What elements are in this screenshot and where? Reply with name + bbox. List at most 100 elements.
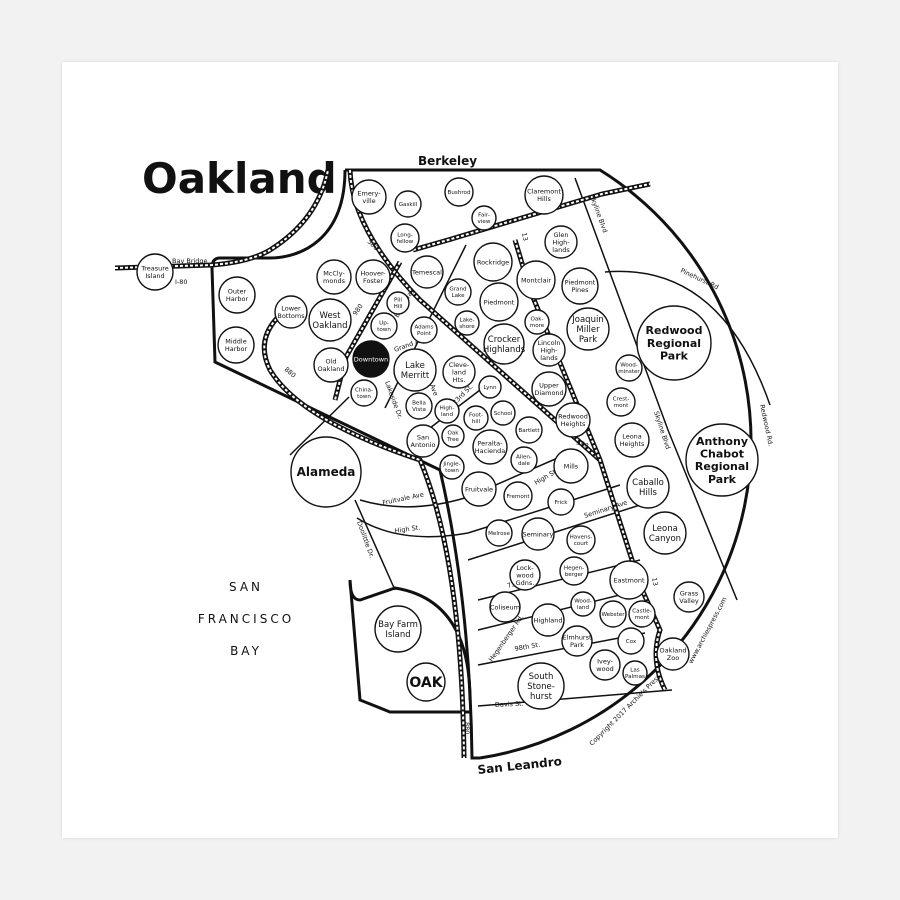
neighborhood-label: Mills — [564, 462, 579, 470]
neighborhood-fremont[interactable]: Fremont — [503, 481, 533, 511]
neighborhood-label: Highland — [534, 616, 563, 624]
neighborhood-wood-minster[interactable]: Wood-minster — [615, 354, 643, 382]
neighborhood-alameda[interactable]: Alameda — [290, 436, 362, 508]
neighborhood-crest-mont[interactable]: Crest-mont — [606, 387, 636, 417]
neighborhood-fruitvale[interactable]: Fruitvale — [461, 471, 497, 507]
neighborhood-label: court — [574, 541, 589, 547]
neighborhood-label: Hills — [537, 195, 551, 203]
neighborhood-seminary[interactable]: Seminary — [521, 517, 555, 551]
neighborhood-china-town[interactable]: China-town — [350, 379, 378, 407]
neighborhood-hoover-foster[interactable]: Hoover-Foster — [355, 259, 391, 295]
neighborhood-circle — [472, 429, 508, 465]
neighborhood-ivey-wood[interactable]: Ivey-wood — [589, 649, 621, 681]
neighborhood-montclair[interactable]: Montclair — [516, 260, 556, 300]
neighborhood-bartlett[interactable]: Bartlett — [515, 416, 543, 444]
neighborhood-label: Hills — [639, 488, 657, 498]
neighborhood-havens-court[interactable]: Havens-court — [566, 525, 596, 555]
neighborhood-cox[interactable]: Cox — [617, 627, 645, 655]
neighborhood-high-land[interactable]: High-land — [434, 398, 460, 424]
neighborhood-label: Oakland — [318, 365, 345, 373]
neighborhood-castle-mont[interactable]: Castle-mont — [628, 600, 656, 628]
neighborhood-gaskill[interactable]: Gaskill — [394, 190, 422, 218]
neighborhood-wood-land[interactable]: Wood-land — [570, 591, 596, 617]
neighborhood-label: Fremont — [506, 494, 530, 500]
neighborhood-highland[interactable]: Highland — [531, 603, 565, 637]
neighborhood-mccly-monds[interactable]: McCly-monds — [316, 259, 352, 295]
neighborhood-bushrod[interactable]: Bushrod — [444, 177, 474, 207]
neighborhood-coliseum[interactable]: Coliseum — [489, 591, 521, 623]
neighborhood-eastmont[interactable]: Eastmont — [609, 560, 649, 600]
neighborhood-lynn[interactable]: Lynn — [478, 375, 502, 399]
boundary-line — [348, 579, 472, 714]
neighborhood-label: Lock- — [516, 564, 534, 572]
neighborhood-school[interactable]: School — [490, 400, 516, 426]
neighborhood-label: Upper — [539, 382, 559, 390]
neighborhood-peralta-hacienda[interactable]: Peralta-Hacienda — [472, 429, 508, 465]
neighborhood-allen-dale[interactable]: Allen-dale — [510, 446, 538, 474]
neighborhood-label: Bottoms — [277, 312, 305, 320]
neighborhood-long-fellow[interactable]: Long-fellow — [390, 223, 420, 253]
neighborhood-hegen-berger[interactable]: Hegen-berger — [559, 556, 589, 586]
neighborhood-label: Lake- — [459, 318, 474, 324]
neighborhood-circle — [394, 190, 422, 218]
neighborhood-piedmont[interactable]: Piedmont — [479, 282, 519, 322]
neighborhood-downtown[interactable]: Downtown — [352, 340, 390, 378]
neighborhood-melrose[interactable]: Melrose — [485, 519, 513, 547]
neighborhood-label: Diamond — [534, 389, 563, 397]
neighborhood-oak-more[interactable]: Oak-more — [524, 309, 550, 335]
neighborhood-fair-view[interactable]: Fair-view — [471, 205, 497, 231]
neighborhood-lake-shore[interactable]: Lake-shore — [454, 310, 480, 336]
neighborhood-label: hill — [472, 419, 481, 425]
neighborhood-circle — [509, 559, 541, 591]
neighborhood-rockridge[interactable]: Rockridge — [473, 242, 513, 282]
neighborhood-foot-hill[interactable]: Foot-hill — [463, 405, 489, 431]
neighborhood-webster[interactable]: Webster — [599, 600, 627, 628]
neighborhood-jingle-town[interactable]: Jingle-town — [439, 454, 465, 480]
neighborhood-frick[interactable]: Frick — [547, 488, 575, 516]
neighborhood-up-town[interactable]: Up-town — [370, 312, 398, 340]
neighborhood-label: Allen- — [516, 455, 532, 461]
neighborhood-circle — [531, 603, 565, 637]
neighborhood-emery-ville[interactable]: Emery-ville — [351, 179, 387, 215]
neighborhood-circle — [615, 354, 643, 382]
neighborhood-circle — [656, 637, 690, 671]
neighborhood-mills[interactable]: Mills — [553, 448, 589, 484]
neighborhood-label: Middle — [225, 338, 246, 346]
neighborhood-temescal[interactable]: Temescal — [410, 255, 444, 289]
neighborhood-oak[interactable]: OAK — [406, 662, 446, 702]
